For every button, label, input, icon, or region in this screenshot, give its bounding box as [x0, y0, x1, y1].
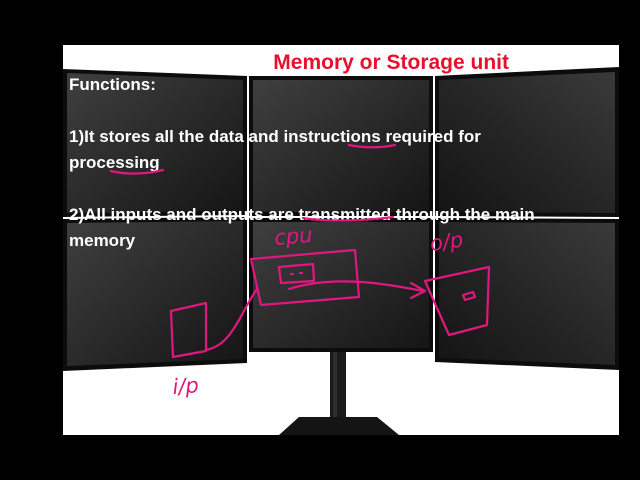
slide-title: Memory or Storage unit: [273, 51, 509, 74]
monitor-stand-base: [279, 417, 399, 435]
mouse-cursor-icon: [461, 290, 477, 302]
underline-transmitted: [301, 215, 395, 222]
point-2-line-1: 2)All inputs and outputs are transmitted…: [69, 205, 535, 224]
point-1-line-2: processing: [69, 153, 160, 172]
point-1-line-1: 1)It stores all the data and instruction…: [69, 127, 481, 146]
underline-processing: [109, 168, 165, 175]
point-2-line-2: memory: [69, 231, 136, 250]
functions-heading: Functions:: [69, 75, 156, 94]
handwritten-annotations: i/p cpu o/p: [109, 143, 491, 399]
output-label: o/p: [428, 228, 464, 256]
input-box-drawing: [169, 301, 208, 359]
input-label: i/p: [172, 373, 200, 399]
input-to-cpu-arrow: [204, 287, 259, 352]
slide: Memory or Storage unit Functions: 1)It s…: [63, 45, 619, 435]
output-box-drawing: [423, 265, 491, 337]
underline-instructions: [347, 143, 397, 149]
slide-body: Functions: 1)It stores all the data and …: [69, 72, 614, 254]
cpu-box-drawing: [249, 248, 361, 307]
cpu-label: cpu: [273, 223, 313, 250]
cpu-inner-box-drawing: [277, 262, 316, 285]
monitor-wall-illustration: [63, 67, 619, 435]
cpu-to-output-arrow: [287, 280, 425, 293]
